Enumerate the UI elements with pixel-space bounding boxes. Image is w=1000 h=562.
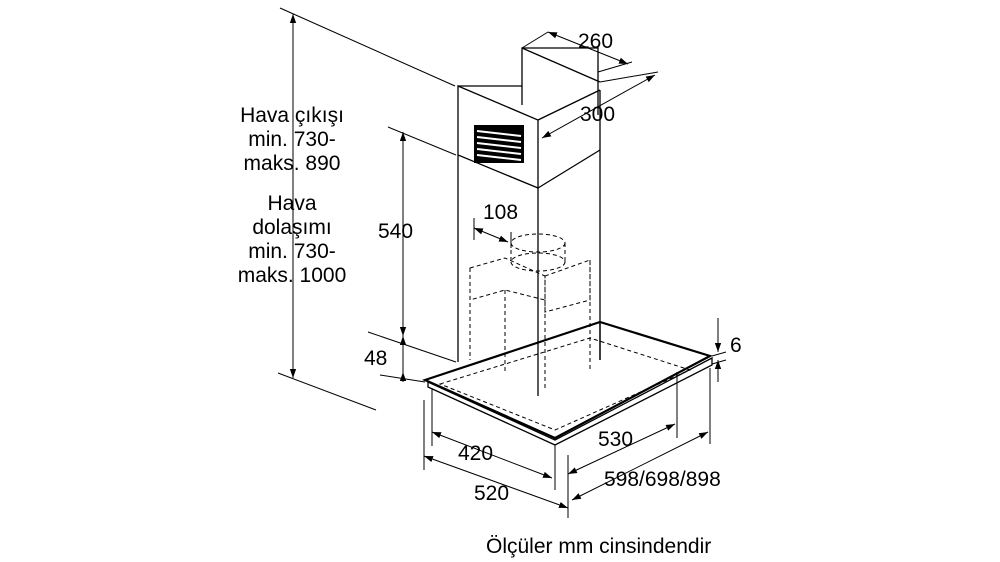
label-260: 260 <box>578 30 613 53</box>
recirculation-line-2: dolaşımı <box>252 216 331 239</box>
label-48: 48 <box>364 347 387 370</box>
hood-outline <box>457 47 601 396</box>
vent-grille-icon <box>474 125 524 163</box>
label-420: 420 <box>458 442 493 465</box>
note-air-recirculation: Hava dolaşımı min. 730- maks. 1000 <box>238 192 347 287</box>
dim-520-line <box>423 455 569 509</box>
label-108: 108 <box>483 201 518 224</box>
label-520: 520 <box>474 482 509 505</box>
label-530: 530 <box>598 428 633 451</box>
dim-108-line <box>473 227 509 243</box>
recirculation-line-4: maks. 1000 <box>238 264 347 287</box>
air-outlet-line-3: maks. 890 <box>244 152 341 175</box>
dim-width-line <box>571 431 709 501</box>
label-width-options: 598/698/898 <box>604 468 721 491</box>
note-air-outlet: Hava çıkışı min. 730- maks. 890 <box>240 104 344 175</box>
air-outlet-line-1: Hava çıkışı <box>240 104 344 127</box>
dim-300-line <box>541 74 656 139</box>
recirculation-line-3: min. 730- <box>248 240 336 263</box>
dim-260-line <box>547 31 629 65</box>
recirculation-line-1: Hava <box>267 192 316 215</box>
label-540: 540 <box>378 220 413 243</box>
internal-motor-dashed <box>469 233 591 390</box>
units-note: Ölçüler mm cinsindendir <box>486 535 711 558</box>
label-300: 300 <box>580 103 615 126</box>
air-outlet-line-2: min. 730- <box>248 128 336 151</box>
label-6: 6 <box>730 334 742 357</box>
